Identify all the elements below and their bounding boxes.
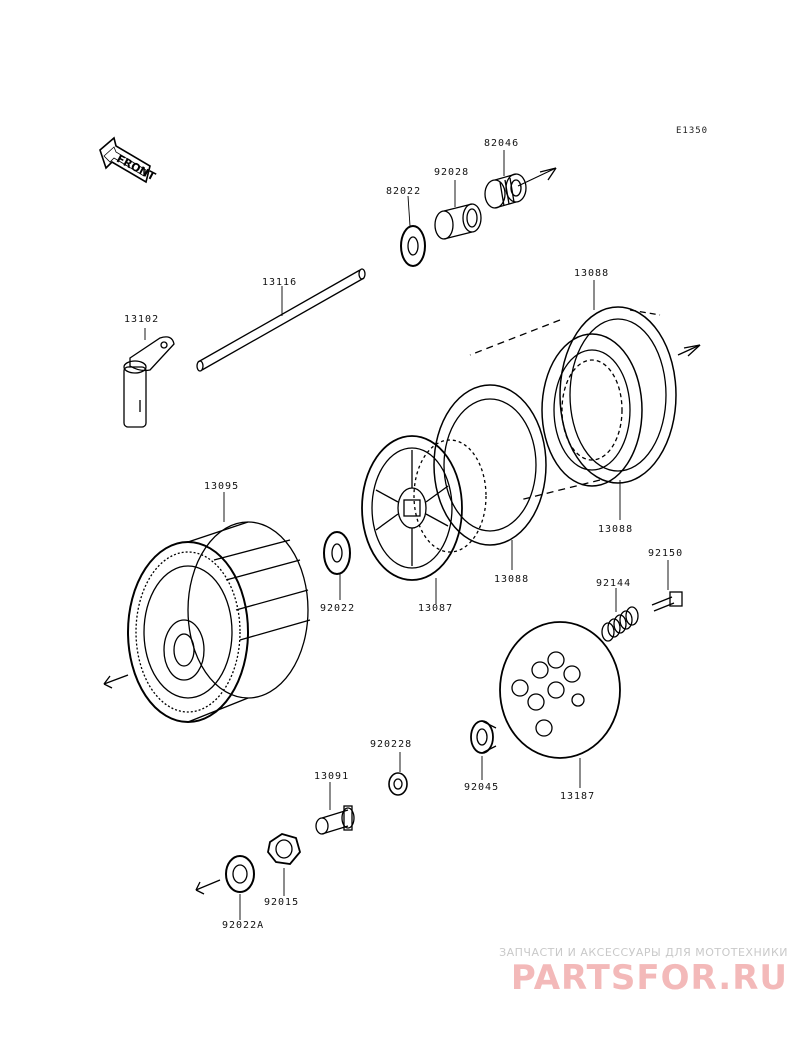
bearing-92045 [470,720,497,754]
part-label-13087: 13087 [418,603,454,614]
clutch-spring-92144 [601,606,639,642]
washer-82022 [400,225,426,267]
bolt-92150 [651,591,683,612]
release-lever-13102 [123,336,175,428]
washer-92022 [323,531,351,575]
sleeve-92028 [434,203,482,240]
part-label-92028: 92028 [434,167,470,178]
pressure-plate-13187 [499,621,621,759]
push-rod-13116 [196,268,366,372]
front-arrow-icon [99,136,151,184]
nut-92015 [267,833,301,865]
watermark-logo: PARTSFOR.RU [510,958,788,998]
friction-plate-13088 [433,384,547,546]
part-label-13088-middle: 13088 [494,574,530,585]
diagram-code: E1350 [676,126,709,136]
clutch-housing-13095 [127,521,311,723]
part-label-92144: 92144 [596,578,632,589]
part-label-13095: 13095 [204,481,240,492]
part-label-92015: 92015 [264,897,300,908]
part-label-920228: 920228 [370,739,413,750]
part-label-13116: 13116 [262,277,298,288]
washer-920228 [388,772,408,796]
needle-bearing-82046 [484,173,527,209]
part-label-13088-right: 13088 [598,524,634,535]
friction-plates-13088 [469,306,677,501]
part-label-13187: 13187 [560,791,596,802]
watermark-tagline: ЗАПЧАСТИ И АКСЕССУАРЫ ДЛЯ МОТОТЕХНИКИ [499,946,788,959]
part-label-82022: 82022 [386,186,422,197]
lock-washer-92022A [225,855,255,893]
pushrod-piece-13091 [315,805,355,835]
part-label-92022A: 92022A [222,920,265,931]
part-label-92045: 92045 [464,782,500,793]
part-label-13091: 13091 [314,771,350,782]
clutch-hub-13087 [361,435,487,581]
part-label-82046: 82046 [484,138,520,149]
part-label-13102: 13102 [124,314,160,325]
part-label-92022: 92022 [320,603,356,614]
part-label-13088-top: 13088 [574,268,610,279]
part-label-92150: 92150 [648,548,684,559]
